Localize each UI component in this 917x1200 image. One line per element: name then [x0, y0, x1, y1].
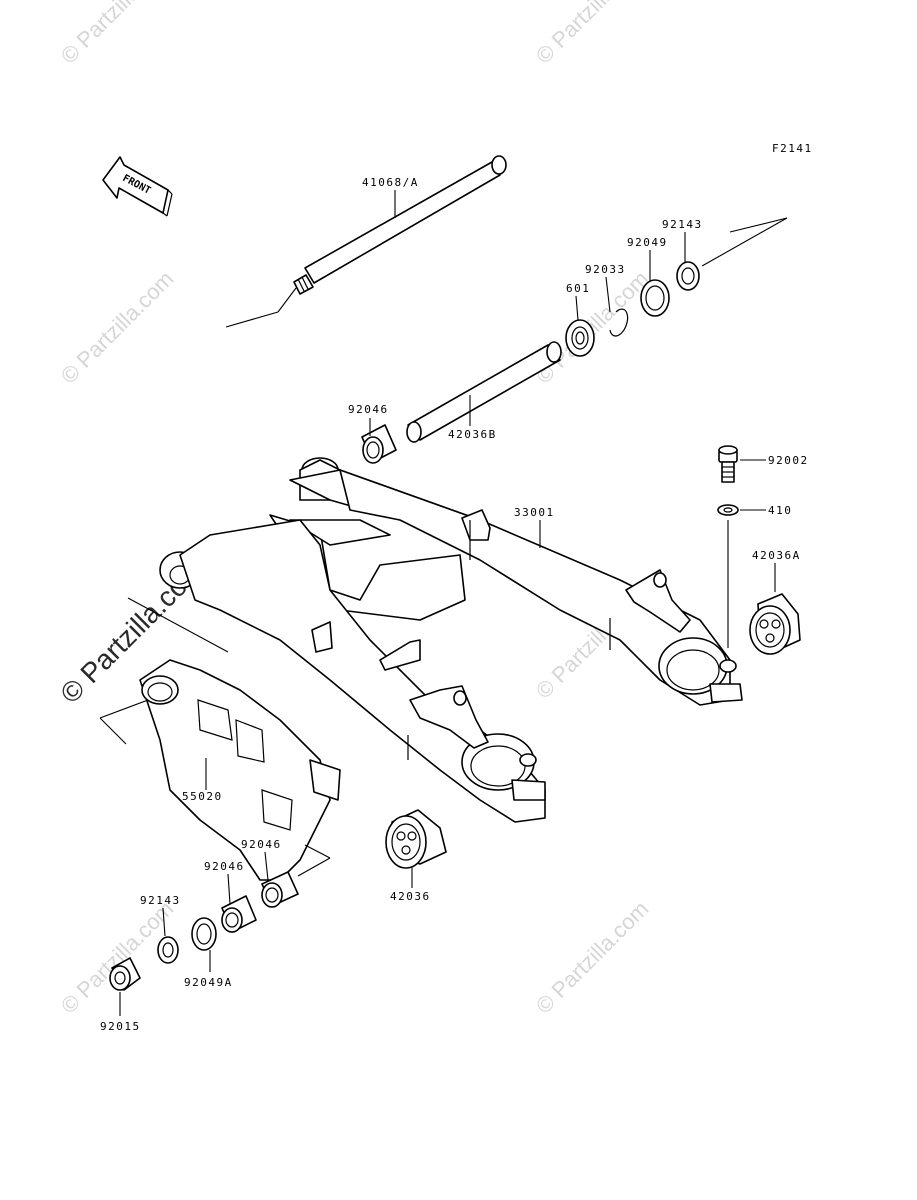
bolt: 92002	[718, 445, 809, 483]
callout-92046-upper: 92046	[348, 403, 389, 416]
callout-92033: 92033	[585, 263, 626, 276]
needle-bearing-upper: 92046	[348, 403, 397, 464]
bushing: 42036	[385, 809, 447, 903]
callout-55020: 55020	[182, 790, 223, 803]
callout-41068-a: 41068/A	[362, 176, 419, 189]
callout-410: 410	[768, 504, 792, 517]
callout-92143-upper: 92143	[662, 218, 703, 231]
chain-guard: 55020	[99, 597, 341, 881]
front-arrow-icon: FRONT	[102, 156, 173, 217]
callout-42036b: 42036B	[448, 428, 497, 441]
callout-92015: 92015	[100, 1020, 141, 1033]
pivot-sleeve: 42036B	[406, 341, 562, 443]
watermark-3: © Partzilla.com	[56, 266, 179, 389]
callout-42036: 42036	[390, 890, 431, 903]
pivot-axle: 41068/A	[225, 155, 507, 328]
watermark-1: © Partzilla.com	[56, 0, 179, 69]
callout-92046-low: 92046	[241, 838, 282, 851]
callout-92049-upper: 92049	[627, 236, 668, 249]
figure-code: F2141	[772, 142, 813, 155]
upper-hardware: 92143 92049 92033 601	[565, 217, 788, 357]
callout-42036a: 42036A	[752, 549, 801, 562]
callout-92046-mid: 92046	[204, 860, 245, 873]
washer: 410	[717, 504, 792, 648]
callout-33001: 33001	[514, 506, 555, 519]
watermark-7: © Partzilla.com	[531, 896, 654, 1019]
callout-92049a: 92049A	[184, 976, 233, 989]
callout-92002: 92002	[768, 454, 809, 467]
watermark-2: © Partzilla.com	[531, 0, 654, 69]
callout-92143-low: 92143	[140, 894, 181, 907]
callout-601: 601	[566, 282, 590, 295]
swingarm: 33001	[159, 457, 743, 823]
bushing-a: 42036A	[749, 549, 801, 655]
lower-hardware: 92046 92046 92049A 92143 92015	[100, 838, 331, 1033]
